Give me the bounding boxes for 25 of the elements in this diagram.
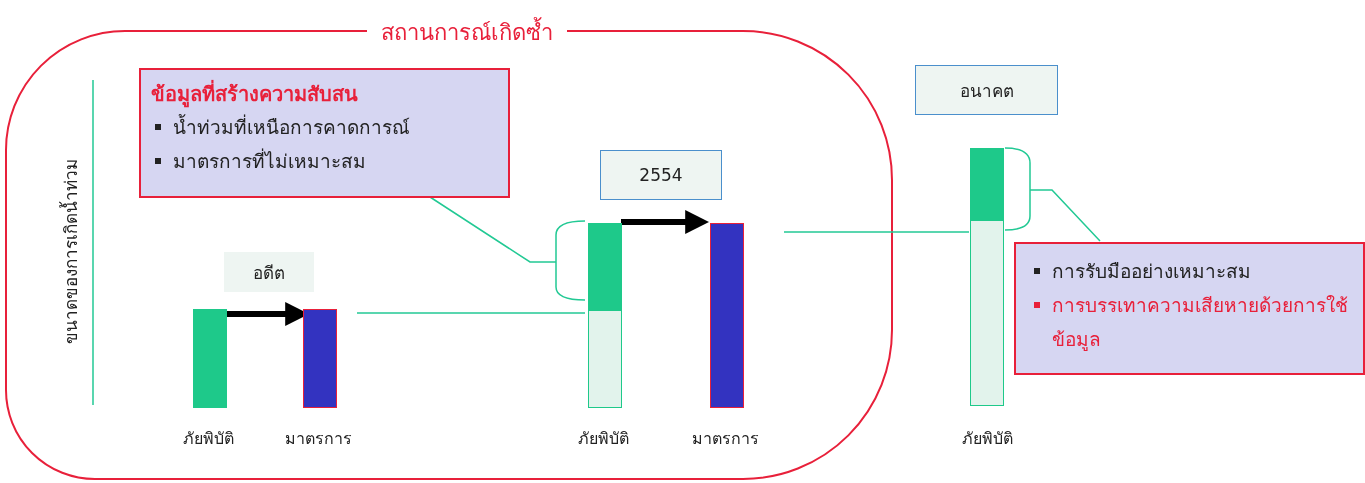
period-box: 2554: [600, 150, 722, 200]
arrow: [621, 210, 710, 234]
bar: [193, 309, 227, 408]
bar-label: ภัยพิบัติ: [181, 428, 235, 450]
bullet-item: การรับมืออย่างเหมาะสม: [1030, 254, 1351, 288]
box-heading: ข้อมูลที่สร้างความสับสน: [151, 79, 359, 110]
bar-label: มาตรการ: [690, 428, 760, 450]
bar: [710, 223, 744, 408]
bullet-item: น้ำท่วมที่เหนือการคาดการณ์: [151, 110, 498, 144]
bracket-leader-line: [429, 196, 586, 301]
axis-label: ขนาดของการเกิดน้ำท่วม: [58, 158, 82, 346]
period-label: อดีต: [224, 252, 314, 292]
bar-label: ภัยพิบัติ: [960, 428, 1014, 450]
bar: [588, 223, 622, 408]
bullet-item: การบรรเทาความเสียหายด้วยการใช้ข้อมูล: [1030, 288, 1351, 356]
connector-line: [356, 312, 586, 314]
info-box: [1014, 242, 1365, 375]
connector-line: [783, 231, 970, 233]
info-box: [139, 68, 510, 198]
bar-label: ภัยพิบัติ: [576, 428, 630, 450]
bullet-item: มาตรการที่ไม่เหมาะสม: [151, 144, 498, 178]
bar: [970, 148, 1004, 406]
period-box: อนาคต: [915, 65, 1058, 115]
bar-label: มาตรการ: [283, 428, 353, 450]
bar: [303, 309, 337, 408]
